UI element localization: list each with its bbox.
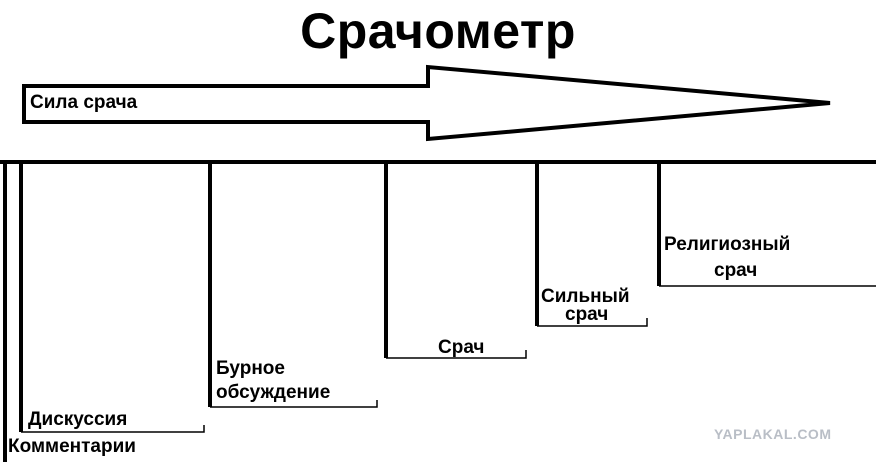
level-label-religious-line1: Религиозный <box>664 234 791 255</box>
diagram-title: Срачометр <box>300 3 576 59</box>
intensity-arrow <box>22 64 831 142</box>
arrow-label: Сила срача <box>30 92 138 113</box>
level-label-heated-line1: Бурное <box>216 358 285 379</box>
site-watermark: YAPLAKAL.COM <box>714 426 832 442</box>
level-label-discussion: Дискуссия <box>28 409 128 430</box>
level-label-religious-line2: срач <box>714 260 758 281</box>
level-heated-bracket <box>210 400 378 408</box>
level-label-strong-line1: Сильный <box>541 286 630 307</box>
level-discussion-bracket <box>21 425 205 433</box>
level-flame-bracket <box>386 350 527 359</box>
level-label-flame: Срач <box>438 337 485 358</box>
level-label-strong-line2: срач <box>565 304 609 325</box>
level-label-heated-line2: обсуждение <box>216 382 331 403</box>
level-strong-bracket <box>537 318 648 327</box>
level-label-comments: Комментарии <box>8 436 136 457</box>
